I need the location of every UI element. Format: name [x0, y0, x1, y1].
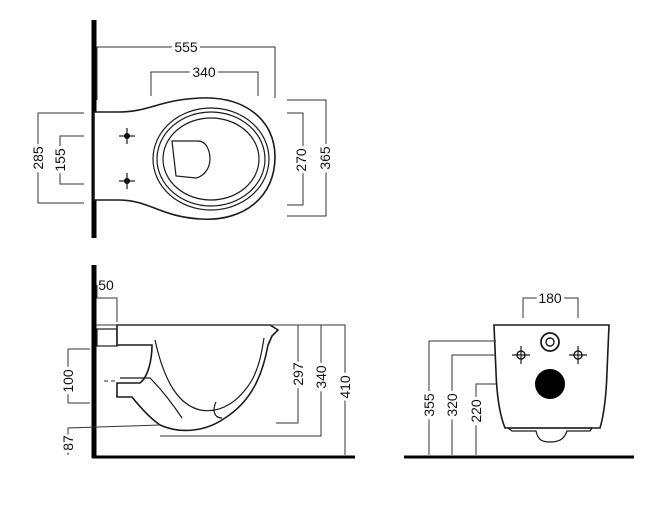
side-view-inlet: [96, 328, 118, 347]
side-view: 50 100 87 297 340 410: [57, 265, 356, 459]
front-view-bottom-outlet: [506, 427, 594, 443]
top-view-fixing-hole-upper: [119, 128, 135, 144]
dim-depth-297: 297: [290, 362, 306, 386]
dim-rim-width: 365: [317, 146, 333, 170]
dim-height-355: 355: [421, 393, 437, 417]
front-view: 180 355 320 220: [404, 287, 634, 459]
top-view-fixing-hole-lower: [119, 173, 135, 189]
dim-fixing-spacing: 155: [52, 148, 68, 172]
front-view-fixing-hole-left: [512, 346, 530, 364]
front-view-fixing-hole-right: [569, 346, 587, 364]
side-view-trapway: [120, 377, 183, 419]
dim-outlet-height: 100: [60, 369, 76, 393]
dim-height-220: 220: [468, 399, 484, 423]
top-view-rim-outer: [152, 107, 270, 211]
top-view-bowl-inner: [162, 117, 260, 201]
top-view-bowl-outline: [93, 97, 276, 220]
top-view: 555 340 285 155 270 365: [27, 20, 336, 238]
dim-bowl-length: 340: [192, 64, 216, 80]
dim-depth-340: 340: [313, 365, 329, 389]
top-view-outlet: [171, 140, 211, 179]
dim-overall-width: 285: [30, 146, 46, 170]
front-view-outlet-hole: [535, 369, 565, 399]
dim-overall-length: 555: [174, 39, 198, 55]
side-view-bowl-inner: [154, 337, 265, 412]
dim-inlet-offset: 50: [98, 277, 114, 293]
dim-depth-410: 410: [337, 375, 353, 399]
dim-outlet-floor-gap: 87: [60, 435, 76, 451]
dim-height-320: 320: [444, 393, 460, 417]
top-view-rim-inner: [156, 111, 266, 207]
dim-front-fixing-spacing: 180: [538, 290, 562, 306]
dim-bowl-width: 270: [293, 148, 309, 172]
